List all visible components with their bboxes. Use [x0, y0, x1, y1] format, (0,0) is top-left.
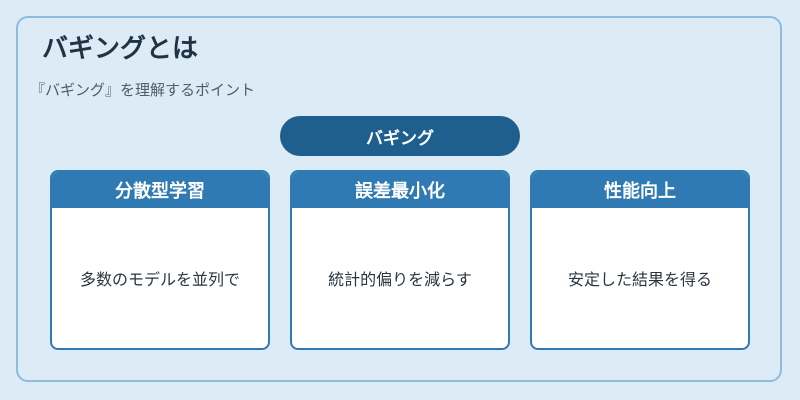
root-node: バギング	[280, 116, 520, 156]
card-distributed-learning: 分散型学習 多数のモデルを並列で	[50, 170, 270, 350]
card-header: 誤差最小化	[292, 172, 508, 208]
page-subtitle: 『バギング』を理解するポイント	[30, 81, 256, 99]
card-text: 多数のモデルを並列で	[79, 270, 240, 289]
card-header: 性能向上	[532, 172, 748, 208]
card-body: 多数のモデルを並列で	[52, 208, 268, 348]
card-heading: 誤差最小化	[355, 181, 445, 202]
card-text: 安定した結果を得る	[567, 270, 712, 289]
page-title: バギングとは	[42, 34, 199, 64]
root-node-label: バギング	[366, 128, 434, 149]
card-text: 統計的偏りを減らす	[328, 270, 472, 289]
card-error-minimization: 誤差最小化 統計的偏りを減らす	[290, 170, 510, 350]
card-body: 安定した結果を得る	[532, 208, 748, 348]
card-heading: 分散型学習	[115, 181, 205, 202]
card-performance-improvement: 性能向上 安定した結果を得る	[530, 170, 750, 350]
card-header: 分散型学習	[52, 172, 268, 208]
card-heading: 性能向上	[604, 181, 676, 202]
card-body: 統計的偏りを減らす	[292, 208, 508, 348]
